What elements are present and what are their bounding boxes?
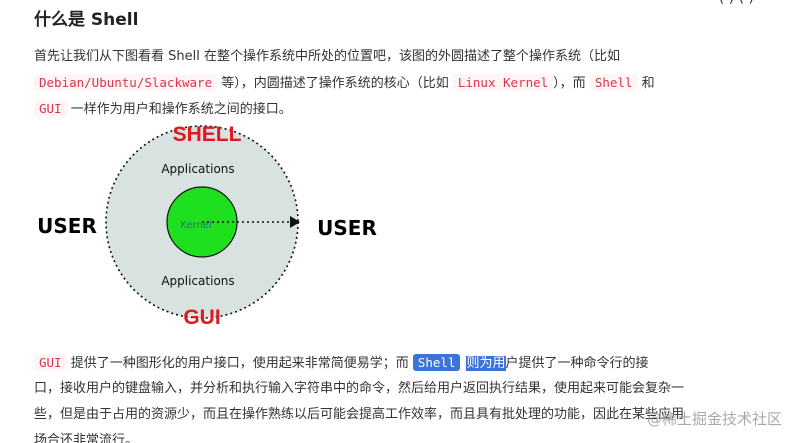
paragraph-text: 户提供了一种命令行的接 [505, 356, 649, 371]
inline-code: Linux Kernel [452, 74, 554, 91]
paragraph-text: ），而 [553, 76, 590, 91]
watermark: @稀土掘金技术社区 [646, 410, 782, 428]
shell-diagram: SHELL GUI Applications Applications Kern… [0, 118, 794, 333]
applications-bottom-label: Applications [161, 274, 234, 288]
diagram-svg: SHELL GUI Applications Applications Kern… [37, 123, 377, 329]
arrow-head-icon [290, 216, 300, 228]
paragraph-text: 些，但是由于占用的资源少，而且在操作熟练以后可能会提高工作效率，而且具有批处理的… [34, 407, 685, 422]
shell-label: SHELL [173, 123, 242, 146]
paragraph-text: 场合还非常流行。 [34, 433, 139, 443]
inline-code: GUI [34, 100, 67, 117]
paragraph-line: Debian/Ubuntu/Slackware 等），内圆描述了操作系统的核心（… [34, 70, 655, 96]
inline-code: Debian/Ubuntu/Slackware [34, 74, 218, 91]
section-heading: 什么是 Shell [34, 10, 139, 30]
inline-code: GUI [34, 354, 67, 371]
gui-label: GUI [183, 306, 220, 329]
paragraph-text: 提供了一种图形化的用户接口，使用起来非常简便易学；而 [66, 356, 413, 371]
intro-paragraph: 首先让我们从下图看看 Shell 在整个操作系统中所处的位置吧，该图的外圆描述了… [34, 44, 655, 122]
paragraph-text: 口，接收用户的键盘输入，并分析和执行输入字符串中的命令，然后给用户返回执行结果，… [34, 381, 685, 396]
user-left-label: USER [37, 214, 97, 238]
paragraph-line: 首先让我们从下图看看 Shell 在整个操作系统中所处的位置吧，该图的外圆描述了… [34, 44, 655, 70]
paragraph-text: 等），内圆描述了操作系统的核心（比如 [217, 76, 453, 91]
paragraph-line: GUI 提供了一种图形化的用户接口，使用起来非常简便易学；而 Shell 则为用户… [34, 350, 684, 376]
paragraph-line: 些，但是由于占用的资源少，而且在操作熟练以后可能会提高工作效率，而且具有批处理的… [34, 402, 684, 428]
paragraph-text: 首先让我们从下图看看 Shell 在整个操作系统中所处的位置吧，该图的外圆描述了… [34, 49, 620, 64]
paragraph-text: 和 [637, 76, 655, 91]
selected-inline-code: Shell [412, 354, 461, 371]
user-right-label: USER [317, 216, 377, 240]
paragraph-line: GUI 一样作为用户和操作系统之间的接口。 [34, 96, 655, 122]
selected-text: 则为用 [466, 356, 506, 371]
kernel-label: Kernel [180, 220, 211, 231]
paragraph-line: 场合还非常流行。 [34, 428, 684, 443]
inline-code: Shell [589, 74, 638, 91]
paragraph-line: 口，接收用户的键盘输入，并分析和执行输入字符串中的命令，然后给用户返回执行结果，… [34, 376, 684, 402]
paragraph-text: 一样作为用户和操作系统之间的接口。 [66, 102, 292, 117]
cutoff-text: ( ) ( ) [719, 0, 754, 6]
gui-shell-paragraph: GUI 提供了一种图形化的用户接口，使用起来非常简便易学；而 Shell 则为用户… [34, 350, 684, 443]
applications-top-label: Applications [161, 162, 234, 176]
